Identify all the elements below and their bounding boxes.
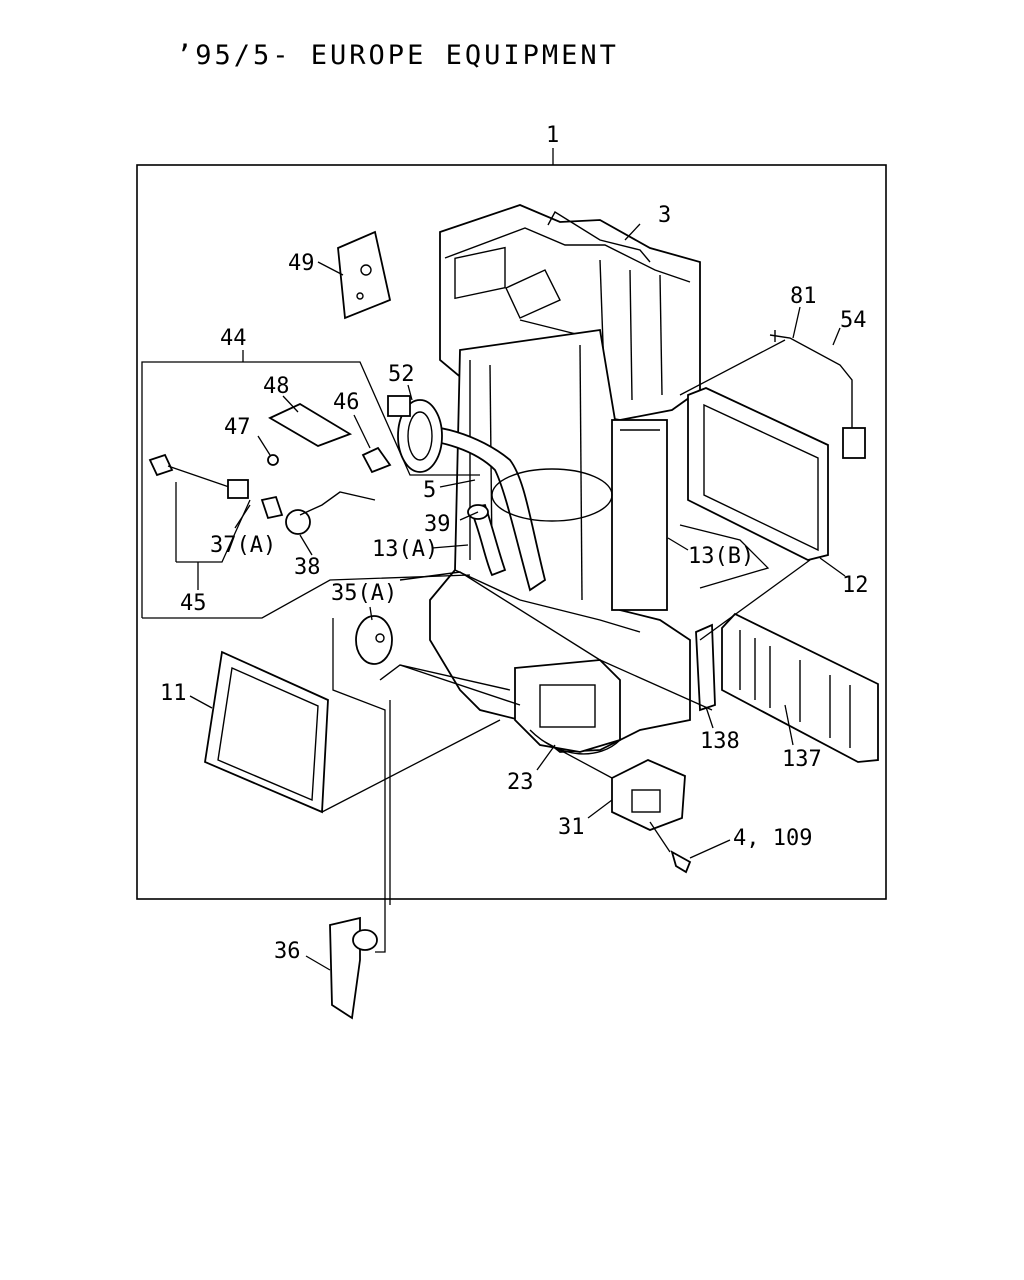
part-12-frame [687, 387, 829, 561]
callout-49: 49 [288, 251, 315, 276]
callout-5: 5 [423, 478, 436, 503]
callout-45: 45 [180, 591, 207, 616]
callout-31: 31 [558, 815, 585, 840]
callout-11: 11 [160, 681, 187, 706]
part-137-filter [721, 612, 879, 763]
callout-46: 46 [333, 390, 360, 415]
callout-38: 38 [294, 555, 321, 580]
bracket-44 [141, 361, 480, 619]
part-31-resistor [611, 759, 686, 831]
callout-137: 137 [782, 747, 822, 772]
pipe-assembly [408, 426, 613, 592]
callout-48: 48 [263, 374, 290, 399]
callout-54: 54 [840, 308, 867, 333]
callout-4-109: 4, 109 [733, 826, 812, 851]
callout-13b: 13(B) [688, 544, 754, 569]
bracket-45 [175, 482, 251, 563]
part-11-frame [204, 650, 329, 814]
callout-13a: 13(A) [372, 537, 438, 562]
callout-1: 1 [546, 123, 559, 148]
callout-35a: 35(A) [331, 581, 397, 606]
part-36-hose [329, 916, 378, 1020]
callout-47: 47 [224, 415, 251, 440]
part-35a-disk [355, 615, 393, 665]
page-title: ’95/5- EUROPE EQUIPMENT [176, 40, 619, 71]
sensor-subassembly [148, 402, 392, 535]
leader-lines [189, 223, 846, 971]
screw-4-109 [670, 850, 692, 874]
part-138-clip [695, 623, 716, 712]
callout-23: 23 [507, 770, 534, 795]
wire-harness-54 [769, 330, 866, 459]
callout-12: 12 [842, 573, 869, 598]
lower-housing [429, 328, 691, 753]
callout-39: 39 [424, 512, 451, 537]
part-49-plate [337, 230, 392, 320]
callout-37a: 37(A) [210, 533, 276, 558]
bracket-13b [679, 524, 770, 589]
assembly-frame [136, 164, 887, 900]
callout-52: 52 [388, 362, 415, 387]
callout-81: 81 [790, 284, 817, 309]
part-52-seal [387, 395, 443, 473]
callout-138: 138 [700, 729, 740, 754]
blower-unit [379, 571, 621, 755]
callout-3: 3 [658, 203, 671, 228]
callout-44: 44 [220, 326, 247, 351]
callout-36: 36 [274, 939, 301, 964]
